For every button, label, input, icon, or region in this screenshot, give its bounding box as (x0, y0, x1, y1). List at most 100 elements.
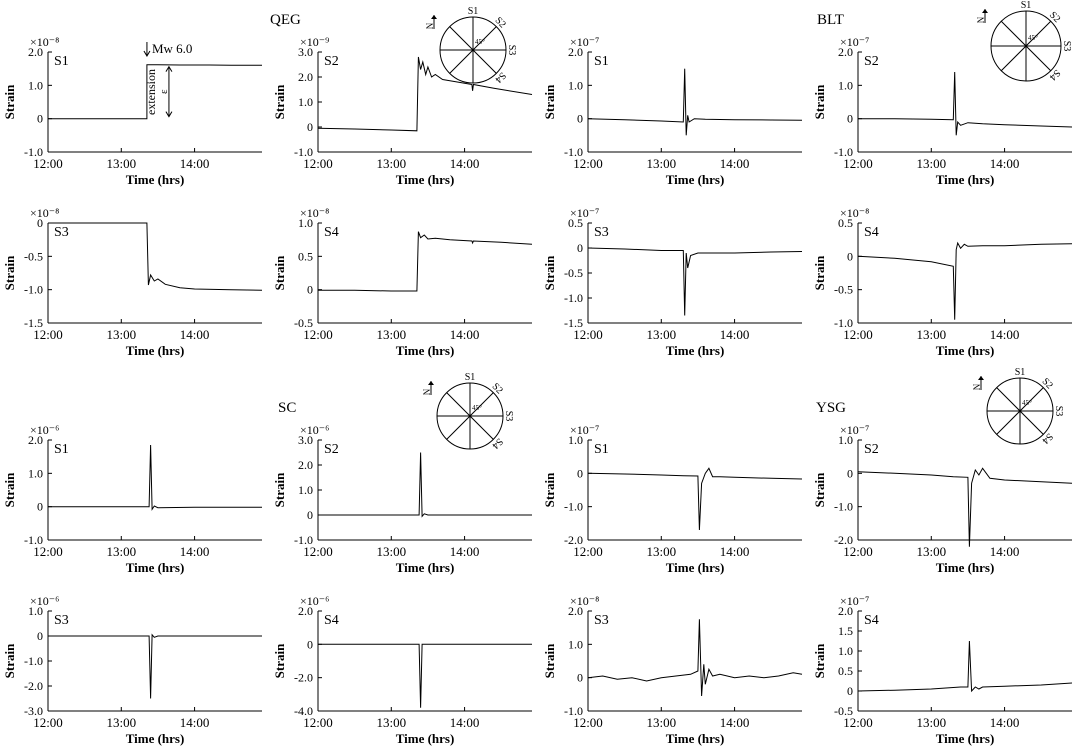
y-tick-label: 0.5 (568, 216, 583, 230)
y-tick-label: -2.0 (24, 679, 43, 693)
north-arrowhead (978, 376, 984, 380)
y-tick-label: 3.0 (298, 433, 313, 447)
north-label: N (425, 22, 435, 29)
y-axis-label: Strain (2, 84, 17, 119)
event-label: Mw 6.0 (152, 41, 192, 56)
x-tick-label: 12:00 (573, 715, 603, 730)
y-tick-label: 0 (577, 671, 583, 685)
y-tick-label: 2.0 (28, 433, 43, 447)
event-arrowhead (143, 50, 151, 57)
exponent-label: ×10⁻⁶ (300, 423, 329, 437)
y-tick-label: 0 (847, 112, 853, 126)
y-tick-label: 0 (307, 508, 313, 522)
x-tick-label: 12:00 (33, 156, 63, 171)
compass-component-label: S3 (506, 45, 517, 56)
compass-axis (446, 392, 494, 440)
exponent-label: ×10⁻⁷ (840, 35, 869, 49)
compass-component-label: S1 (1021, 0, 1032, 11)
y-tick-label: -2.0 (294, 671, 313, 685)
x-axis-label: Time (hrs) (126, 560, 185, 575)
y-tick-label: -0.5 (294, 316, 313, 330)
compass-component-label: S3 (1053, 406, 1064, 417)
y-tick-label: -4.0 (294, 704, 313, 718)
y-tick-label: 1.0 (838, 78, 853, 92)
y-tick-label: -1.0 (834, 500, 853, 514)
compass-component-label: S3 (503, 411, 514, 422)
y-tick-label: 0 (847, 249, 853, 263)
y-tick-label: -3.0 (24, 704, 43, 718)
north-label: N (972, 383, 982, 390)
component-label: S4 (324, 225, 339, 240)
x-axis-label: Time (hrs) (126, 731, 185, 746)
series-line-ysg-s1 (587, 467, 803, 531)
x-tick-label: 12:00 (573, 327, 603, 342)
x-tick-label: 14:00 (450, 327, 480, 342)
y-axis-label: Strain (2, 255, 17, 290)
y-axis-label: Strain (2, 643, 17, 678)
series-line-qeg-s2 (317, 56, 533, 132)
x-tick-label: 13:00 (646, 327, 676, 342)
y-tick-label: -1.0 (564, 704, 583, 718)
y-tick-label: -1.5 (24, 316, 43, 330)
y-tick-label: -1.0 (294, 533, 313, 547)
x-tick-label: 12:00 (303, 327, 333, 342)
x-tick-label: 14:00 (990, 544, 1020, 559)
x-tick-label: 13:00 (646, 544, 676, 559)
compass-component-label: S1 (468, 6, 479, 17)
compass-axis (449, 26, 497, 74)
north-label: N (976, 16, 986, 23)
x-axis-label: Time (hrs) (396, 560, 455, 575)
y-tick-label: 1.5 (838, 624, 853, 638)
y-tick-label: -1.0 (564, 500, 583, 514)
y-tick-label: -1.0 (24, 145, 43, 159)
series-line-sc-s2 (318, 452, 532, 518)
x-tick-label: 12:00 (843, 327, 873, 342)
x-tick-label: 13:00 (106, 715, 136, 730)
compass-angle-label: 45° (472, 404, 482, 412)
component-label: S2 (324, 54, 339, 69)
north-arrowhead (982, 9, 988, 13)
y-tick-label: 2.0 (568, 604, 583, 618)
x-tick-label: 13:00 (916, 544, 946, 559)
exponent-label: ×10⁻⁷ (570, 423, 599, 437)
exponent-label: ×10⁻⁸ (300, 206, 329, 220)
x-axis-label: Time (hrs) (396, 731, 455, 746)
y-axis-label: Strain (272, 472, 287, 507)
y-tick-label: 0 (307, 283, 313, 297)
y-tick-label: 0 (37, 216, 43, 230)
x-tick-label: 13:00 (376, 156, 406, 171)
y-tick-label: 1.0 (28, 604, 43, 618)
exponent-label: ×10⁻⁹ (300, 35, 329, 49)
north-arrowhead (428, 381, 434, 385)
exponent-label: ×10⁻⁸ (30, 35, 59, 49)
y-axis-label: Strain (272, 84, 287, 119)
component-label: S4 (324, 613, 339, 628)
x-tick-label: 14:00 (180, 327, 210, 342)
extension-label: extension (144, 69, 158, 115)
x-tick-label: 14:00 (720, 327, 750, 342)
x-axis-label: Time (hrs) (936, 172, 995, 187)
x-tick-label: 12:00 (33, 327, 63, 342)
y-tick-label: 2.0 (568, 45, 583, 59)
y-tick-label: 1.0 (568, 433, 583, 447)
exponent-label: ×10⁻⁷ (570, 35, 599, 49)
component-label: S4 (864, 613, 879, 628)
x-tick-label: 12:00 (303, 544, 333, 559)
y-tick-label: -0.5 (564, 266, 583, 280)
y-axis-label: Strain (2, 472, 17, 507)
y-tick-label: 0 (577, 112, 583, 126)
series-line-sc-s3 (48, 633, 262, 699)
compass-component-label: S1 (1015, 367, 1026, 378)
y-tick-label: 0.5 (298, 249, 313, 263)
x-axis-label: Time (hrs) (666, 731, 725, 746)
y-tick-label: 0 (307, 637, 313, 651)
component-label: S1 (594, 442, 609, 457)
exponent-label: ×10⁻⁸ (840, 206, 869, 220)
